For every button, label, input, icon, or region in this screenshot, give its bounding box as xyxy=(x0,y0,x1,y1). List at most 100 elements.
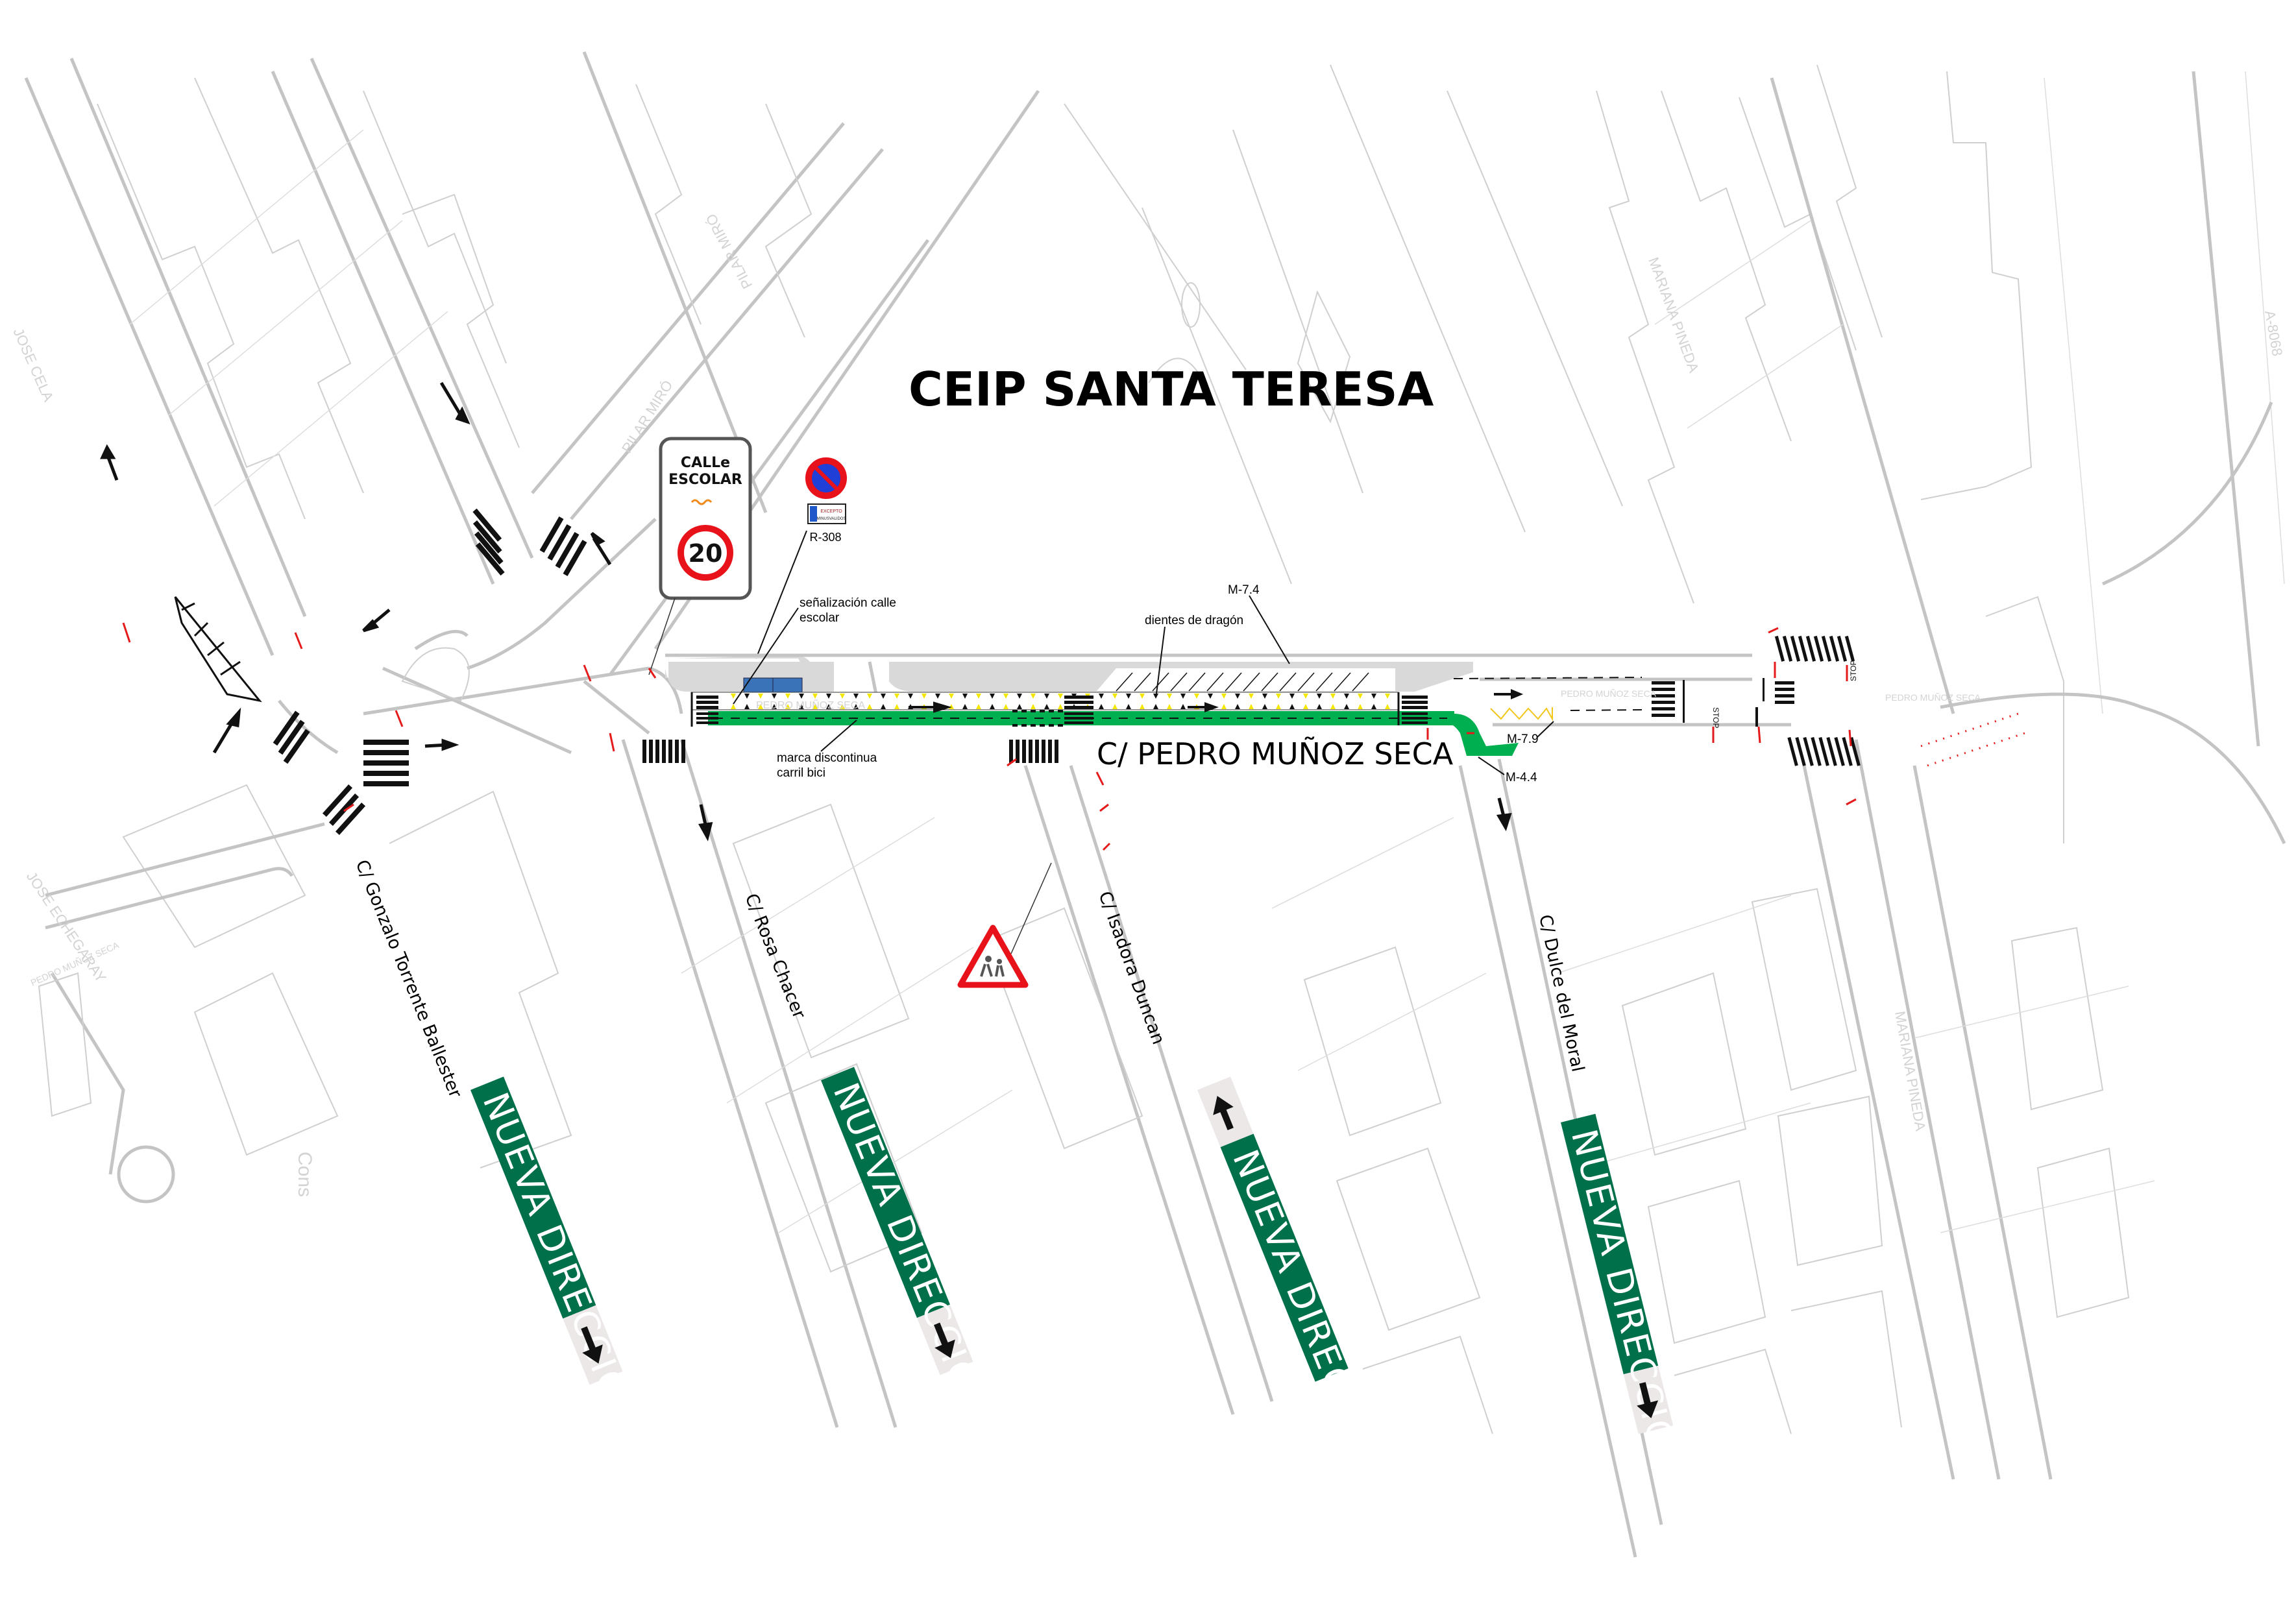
dragon-tooth xyxy=(1208,694,1213,699)
dragon-tooth xyxy=(1058,694,1063,699)
calle-escolar-sign: CALLe ESCOLAR 20 xyxy=(648,437,752,675)
dragon-tooth xyxy=(894,704,899,709)
dragon-tooth xyxy=(922,694,927,699)
dragon-tooth xyxy=(894,694,899,699)
dragon-tooth xyxy=(1112,704,1117,709)
annotation-senalizacion-2: escolar xyxy=(800,611,840,625)
dragon-tooth xyxy=(744,704,750,709)
dragon-tooth xyxy=(1167,694,1172,699)
dragon-tooth xyxy=(1221,694,1227,699)
label-cons: Cons xyxy=(294,1152,315,1197)
street-label-mariana-pineda-2: MARIANA PINEDA xyxy=(1892,1010,1929,1133)
main-street-label: C/ PEDRO MUÑOZ SECA xyxy=(1097,736,1454,771)
accessible-parking-1 xyxy=(743,677,774,693)
dragon-tooth xyxy=(1289,704,1295,709)
dragon-tooth xyxy=(976,704,981,709)
banner-text-4: NUEVA DIRECCIÓN xyxy=(1563,1125,1689,1481)
dragon-tooth xyxy=(1262,704,1267,709)
dragon-tooth xyxy=(758,694,763,699)
pavement-label-pms-3: PEDRO MUÑOZ SECA xyxy=(1885,692,1981,703)
new-direction-banner-1 xyxy=(470,1076,596,1319)
dragon-tooth xyxy=(962,694,968,699)
arrow-up-icon xyxy=(1213,1096,1234,1131)
dragon-teeth-markings xyxy=(731,694,1390,709)
side-street-isadora: C/ Isadora Duncan NUEVA DIRECCIÓN xyxy=(1094,889,1396,1490)
dragon-tooth xyxy=(1249,704,1254,709)
signal-markers xyxy=(122,622,1857,851)
side-street-dulce: C/ Dulce del Moral NUEVA DIRECCIÓN xyxy=(1535,913,1689,1481)
dragon-tooth xyxy=(1153,694,1158,699)
dragon-tooth xyxy=(1044,694,1049,699)
r308-label: R-308 xyxy=(809,531,841,544)
dragon-tooth xyxy=(1330,694,1336,699)
dragon-tooth xyxy=(812,694,818,699)
wave-icon xyxy=(690,499,713,505)
dragon-tooth xyxy=(976,694,981,699)
dragon-tooth xyxy=(758,704,763,709)
dragon-tooth xyxy=(867,694,872,699)
calle-escolar-line1: CALLe xyxy=(681,455,730,471)
dragon-tooth xyxy=(772,694,777,699)
dragon-tooth xyxy=(867,704,872,709)
plate-line2: MINUSVALIDOS xyxy=(817,517,846,521)
dragon-tooth xyxy=(1126,704,1131,709)
dragon-tooth xyxy=(990,694,995,699)
dragon-tooth xyxy=(785,704,790,709)
new-direction-banner-4 xyxy=(1561,1113,1659,1375)
arrow-down-icon xyxy=(581,1326,603,1364)
dragon-tooth xyxy=(1317,694,1322,699)
dragon-tooth xyxy=(962,704,968,709)
left-intersection xyxy=(100,381,1512,841)
background-cadastre xyxy=(24,51,2286,1558)
dragon-tooth xyxy=(949,704,954,709)
dragon-tooth xyxy=(1385,694,1390,699)
dragon-tooth xyxy=(799,694,804,699)
dragon-tooth xyxy=(881,704,886,709)
dragon-tooth xyxy=(1276,704,1281,709)
annotation-dientes: dientes de dragón xyxy=(1145,614,1243,627)
dragon-tooth xyxy=(1276,694,1281,699)
plate-line1: EXCEPTO xyxy=(820,509,842,514)
dragon-tooth xyxy=(826,694,831,699)
dragon-tooth xyxy=(1371,704,1376,709)
dragon-tooth xyxy=(1262,694,1267,699)
pavement-label-pms-1: PEDRO MUÑOZ SECA xyxy=(756,698,865,711)
dragon-tooth xyxy=(1180,704,1186,709)
dragon-tooth xyxy=(799,704,804,709)
dragon-tooth xyxy=(1017,694,1022,699)
dragon-tooth xyxy=(1003,694,1008,699)
stop-text-2: STOP xyxy=(1849,660,1858,681)
accessible-parking-2 xyxy=(772,677,803,693)
street-label-isadora: C/ Isadora Duncan xyxy=(1094,889,1168,1047)
annotation-senalizacion-1: señalización calle xyxy=(800,596,896,610)
annotation-m79: M-7.9 xyxy=(1507,732,1539,746)
dragon-tooth xyxy=(853,704,859,709)
dragon-tooth xyxy=(840,694,845,699)
dragon-tooth xyxy=(990,704,995,709)
dragon-tooth xyxy=(812,704,818,709)
dragon-tooth xyxy=(744,694,750,699)
dragon-tooth xyxy=(935,694,940,699)
dragon-tooth xyxy=(1344,694,1349,699)
dragon-tooth xyxy=(881,694,886,699)
crossing-stripes-east xyxy=(1774,635,1861,766)
speed-limit-value: 20 xyxy=(689,539,723,568)
dragon-tooth xyxy=(1112,694,1117,699)
calle-escolar-line2: ESCOLAR xyxy=(668,472,742,488)
dragon-tooth xyxy=(853,694,859,699)
dragon-tooth xyxy=(1235,694,1240,699)
dragon-tooth xyxy=(785,694,790,699)
dragon-tooth xyxy=(826,704,831,709)
dragon-tooth xyxy=(949,694,954,699)
dragon-tooth xyxy=(731,704,736,709)
no-parking-sign: EXCEPTO MINUSVALIDOS R-308 xyxy=(755,457,847,659)
dragon-tooth xyxy=(1358,704,1363,709)
m74-hatching xyxy=(1116,672,1369,692)
street-label-gonzalo: C/ Gonzalo Torrente Ballester xyxy=(352,857,466,1101)
dragon-tooth xyxy=(1140,694,1145,699)
annotation-m74: M-7.4 xyxy=(1228,583,1260,597)
dragon-tooth xyxy=(840,704,845,709)
dragon-tooth xyxy=(731,694,736,699)
dragon-tooth xyxy=(1385,704,1390,709)
